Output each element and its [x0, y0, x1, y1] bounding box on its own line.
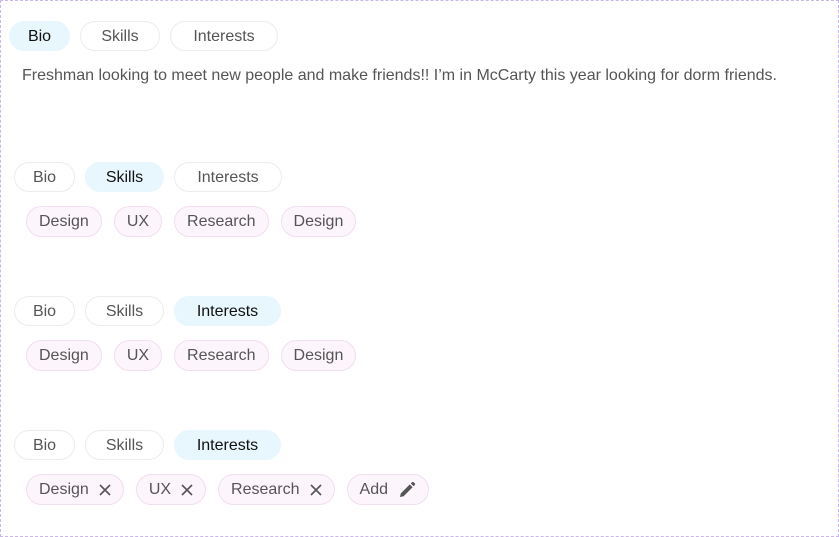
tab-bar: Bio Skills Interests — [14, 296, 838, 326]
chip-label: Design — [39, 481, 89, 498]
close-icon[interactable] — [181, 483, 193, 496]
skill-chip: UX — [113, 206, 163, 237]
tab-bio[interactable]: Bio — [14, 430, 75, 460]
interest-chip: Research — [174, 340, 269, 371]
editable-chip: Research — [218, 474, 335, 505]
tab-skills[interactable]: Skills — [85, 430, 164, 460]
tab-bio[interactable]: Bio — [9, 21, 70, 51]
tab-skills[interactable]: Skills — [85, 296, 164, 326]
variant-interests-edit: Bio Skills Interests — [14, 430, 838, 460]
tab-interests[interactable]: Interests — [174, 162, 282, 192]
tab-interests[interactable]: Interests — [174, 296, 281, 326]
skill-chip: Design — [26, 206, 102, 237]
skill-chip: Design — [280, 206, 357, 237]
editable-chip-list: Design UX Research Add — [26, 474, 838, 505]
tab-skills[interactable]: Skills — [85, 162, 164, 192]
bio-text: Freshman looking to meet new people and … — [22, 67, 777, 84]
skill-chip: Research — [174, 206, 269, 237]
variant-skills: Bio Skills Interests — [14, 162, 838, 192]
close-icon[interactable] — [99, 483, 111, 496]
editable-chip: UX — [135, 474, 207, 505]
close-icon[interactable] — [309, 483, 322, 496]
tab-bar: Bio Skills Interests — [14, 162, 838, 192]
tab-interests[interactable]: Interests — [170, 21, 278, 51]
interest-chip: UX — [113, 340, 163, 371]
skills-chip-list: Design UX Research Design — [26, 206, 838, 237]
chip-label: Research — [231, 481, 300, 498]
tab-skills[interactable]: Skills — [80, 21, 160, 51]
tab-bar: Bio Skills Interests — [9, 21, 838, 51]
tab-bar: Bio Skills Interests — [14, 430, 838, 460]
add-label: Add — [359, 481, 388, 498]
variant-interests: Bio Skills Interests — [14, 296, 838, 326]
chip-label: UX — [148, 481, 172, 498]
interest-chip: Design — [280, 340, 357, 371]
add-chip-button[interactable]: Add — [346, 474, 429, 505]
editable-chip: Design — [26, 474, 124, 505]
variant-bio: Bio Skills Interests — [9, 21, 838, 51]
interests-chip-list: Design UX Research Design — [26, 340, 838, 371]
pencil-icon — [398, 481, 416, 499]
tab-bio[interactable]: Bio — [14, 296, 75, 326]
tab-interests[interactable]: Interests — [174, 430, 281, 460]
tab-bio[interactable]: Bio — [14, 162, 75, 192]
interest-chip: Design — [26, 340, 102, 371]
